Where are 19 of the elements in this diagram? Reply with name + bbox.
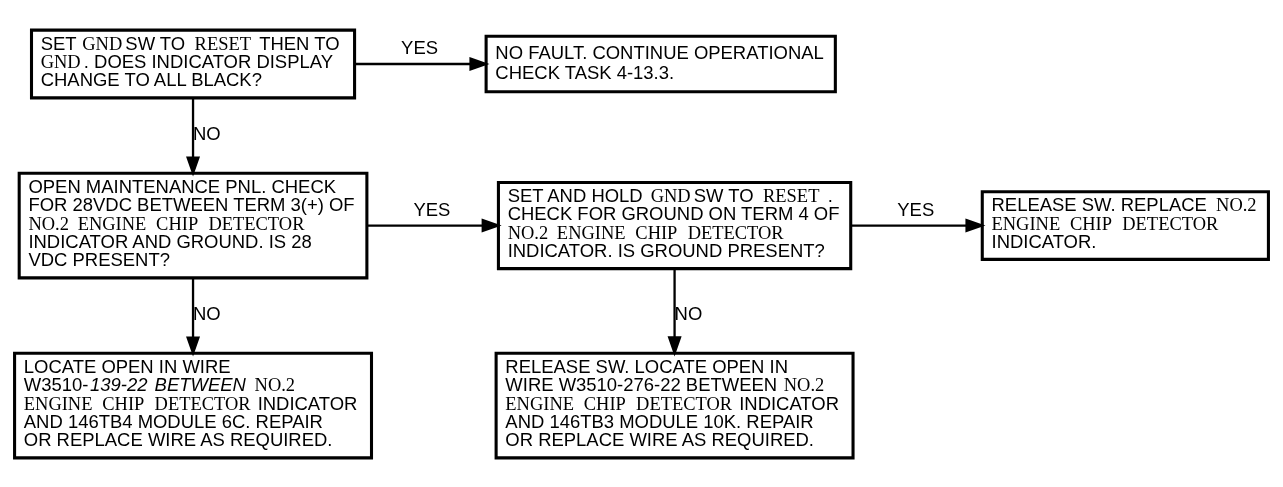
node-box: LOCATE OPEN IN WIRE W3510-139-22 BETWEEN NO.2 ENGINE CHIP DETECTOR INDICATOR AND 146TB4 MODULE 6C. REPAIR OR REPLACE WIRE AS REQUIRED. (13, 351, 374, 459)
arrow (354, 56, 490, 71)
edge-label: NO (193, 302, 221, 324)
arrow (850, 218, 986, 233)
node-box: RELEASE SW. REPLACE NO.2 ENGINE CHIP DETECTOR INDICATOR. (980, 189, 1270, 261)
arrow (186, 97, 201, 177)
arrow (186, 277, 201, 356)
edge-label: YES (401, 36, 439, 58)
node-box: SET GND SW TO RESET THEN TO GND. DOES INDICATOR DISPLAY CHANGE TO ALL BLACK? (29, 28, 357, 99)
node-box: OPEN MAINTENANCE PNL. CHECK FOR 28VDC BETWEEN TERM 3(+) OF NO.2 ENGINE CHIP DETECTOR INDICATOR AND GROUND. IS 28 VDC PRESENT? (17, 171, 369, 279)
arrow (667, 268, 682, 356)
node-box: SET AND HOLD GND SW TO RESET. CHECK FOR GROUND ON TERM 4 OF NO.2 ENGINE CHIP DETECTOR INDICATOR. IS GROUND PRESENT? (496, 180, 853, 270)
node-box: RELEASE SW. LOCATE OPEN IN WIRE W3510-276-22 BETWEEN NO.2 ENGINE CHIP DETECTOR INDICATOR AND 146TB3 MODULE 10K. REPAIR OR REPLACE WIRE AS REQUIRED. (494, 351, 855, 459)
edge-label: YES (413, 198, 451, 220)
arrow (366, 218, 502, 233)
node-box: NO FAULT. CONTINUE OPERATIONAL CHECK TASK 4-13.3. (484, 34, 837, 93)
edge-label: NO (674, 302, 703, 324)
edge-label: NO (193, 122, 221, 144)
edge-label: YES (897, 198, 935, 220)
